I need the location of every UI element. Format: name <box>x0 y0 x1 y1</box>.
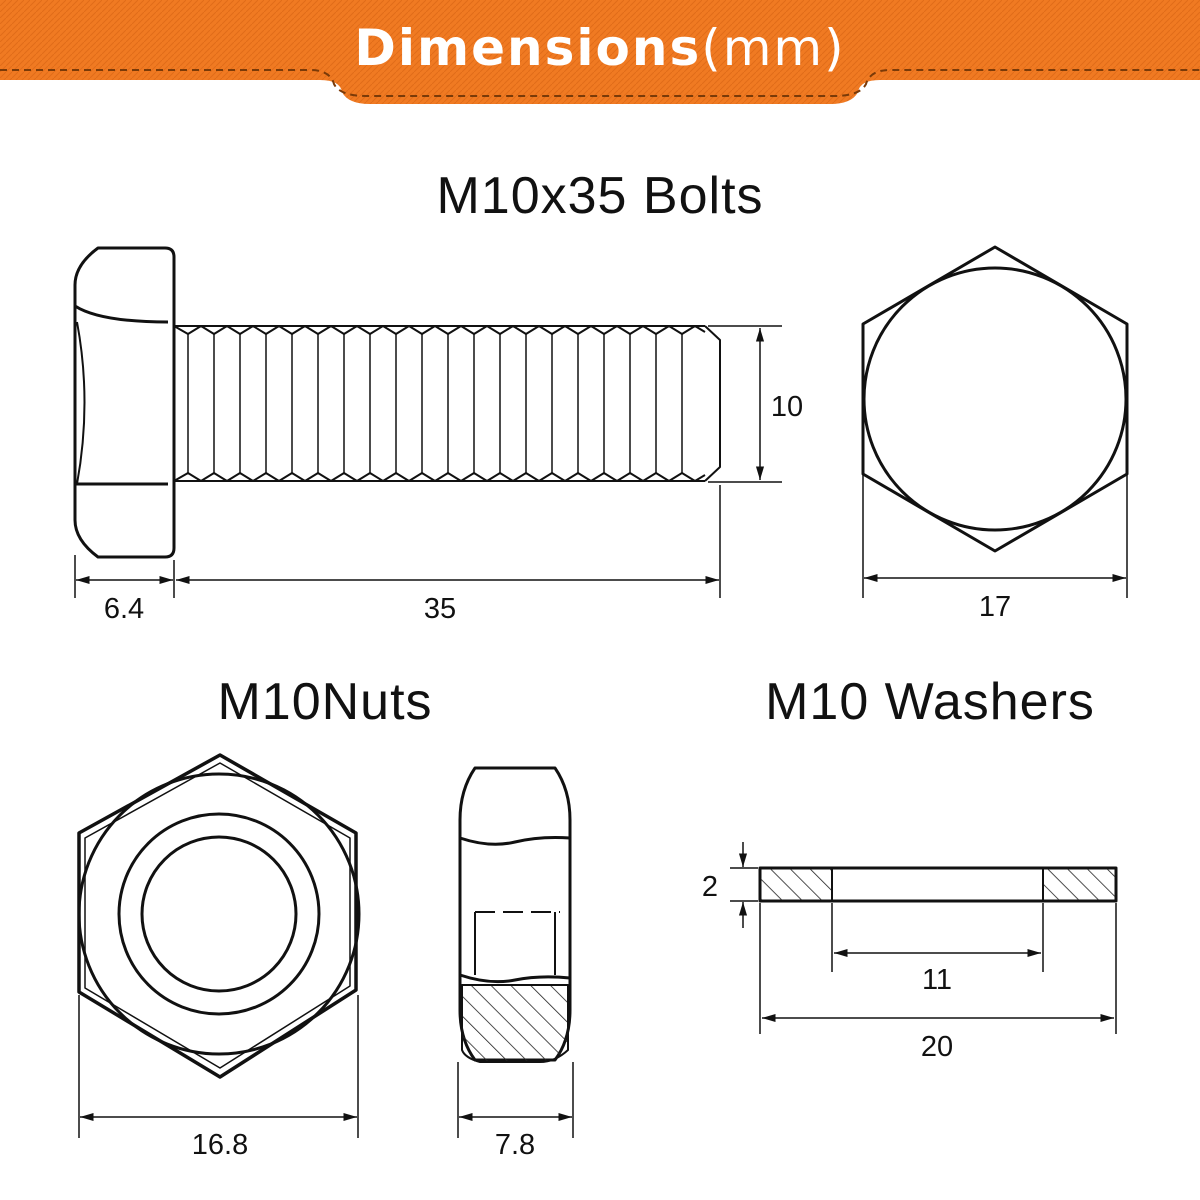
bolt-length-label: 35 <box>423 593 457 625</box>
banner-background <box>0 0 1200 104</box>
bolt-head-end-view <box>861 245 1129 553</box>
washer-thickness-label: 2 <box>701 871 719 903</box>
nut-side-view <box>458 766 572 1063</box>
nut-heading: M10Nuts <box>217 673 433 731</box>
nut-side-dimension-lines <box>457 1062 574 1138</box>
bolt-dimension-lines <box>74 325 782 598</box>
washer-heading: M10 Washers <box>765 673 1095 731</box>
banner-title-bold: Dimensions <box>354 19 702 77</box>
bolt-across-flats-label: 17 <box>978 591 1012 623</box>
bolt-head-height-label: 6.4 <box>103 593 145 625</box>
bolt-heading: M10x35 Bolts <box>436 167 764 225</box>
banner-title-unit: (mm) <box>701 19 846 77</box>
dimensions-banner <box>0 0 1200 104</box>
banner-title: Dimensions(mm) <box>0 18 1200 78</box>
nut-front-dimension-lines <box>78 995 359 1138</box>
washer-section-view <box>758 866 1118 903</box>
washer-outer-diameter-label: 20 <box>920 1031 954 1063</box>
nut-front-view <box>77 753 361 1079</box>
nut-width-label: 16.8 <box>191 1129 249 1161</box>
washer-dimension-lines <box>730 842 1117 1034</box>
washer-inner-diameter-label: 11 <box>921 964 953 996</box>
bolt-thread <box>173 325 721 482</box>
banner-stitch-line <box>0 69 1200 97</box>
nut-thickness-label: 7.8 <box>494 1129 536 1161</box>
bolt-head-dimension-lines <box>862 474 1128 598</box>
bolt-diameter-label: 10 <box>770 391 804 423</box>
bolt-side-view <box>73 246 721 559</box>
